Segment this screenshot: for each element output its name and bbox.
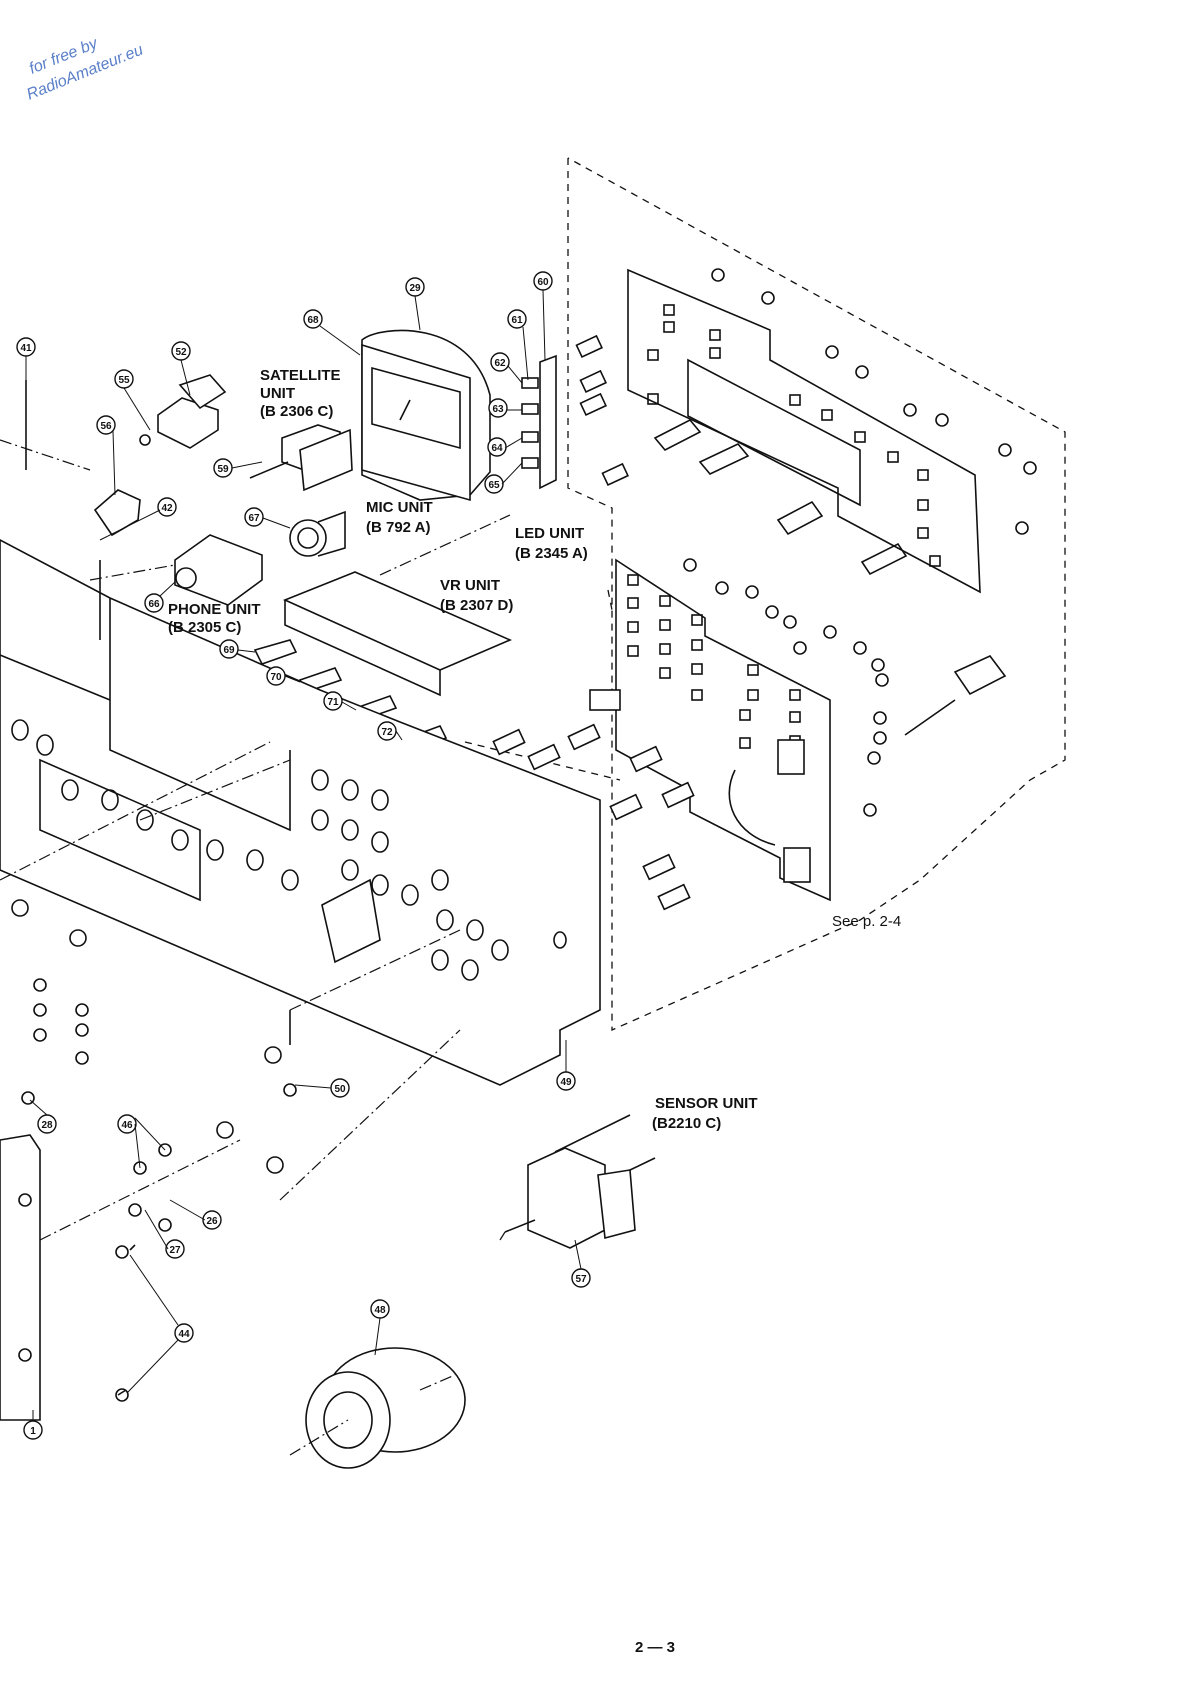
- svg-text:1: 1: [30, 1426, 36, 1437]
- callout-59: 59: [214, 459, 232, 477]
- see-page-note: See p. 2-4: [832, 913, 901, 930]
- svg-text:68: 68: [307, 315, 319, 326]
- svg-text:48: 48: [374, 1305, 386, 1316]
- callout-42: 42: [158, 498, 176, 516]
- svg-text:59: 59: [217, 464, 229, 475]
- callout-61: 61: [508, 310, 526, 328]
- led-unit-label-1: LED UNIT: [515, 525, 584, 542]
- callout-71: 71: [324, 692, 342, 710]
- callout-50: 50: [331, 1079, 349, 1097]
- svg-text:49: 49: [560, 1077, 572, 1088]
- svg-text:71: 71: [327, 697, 339, 708]
- vr-unit-label-2: (B 2307 D): [440, 597, 513, 614]
- vr-unit-label-1: VR UNIT: [440, 577, 500, 594]
- svg-text:29: 29: [409, 283, 421, 294]
- callout-70: 70: [267, 667, 285, 685]
- callout-49: 49: [557, 1072, 575, 1090]
- callout-62: 62: [491, 353, 509, 371]
- sensor-unit-part: [505, 1148, 635, 1248]
- svg-text:63: 63: [492, 404, 504, 415]
- upper-control-board: [576, 269, 1036, 592]
- mic-unit-label-2: (B 792 A): [366, 519, 430, 536]
- front-panel: [0, 1135, 40, 1420]
- callout-66: 66: [145, 594, 163, 612]
- page-number: 2 — 3: [635, 1639, 675, 1656]
- svg-text:26: 26: [206, 1216, 218, 1227]
- mic-connector-part: [290, 512, 345, 556]
- svg-text:66: 66: [148, 599, 160, 610]
- svg-text:55: 55: [118, 375, 130, 386]
- led-unit-strip: [522, 356, 556, 488]
- callout-57: 57: [572, 1269, 590, 1287]
- callout-29: 29: [406, 278, 424, 296]
- led-unit-label-2: (B 2345 A): [515, 545, 588, 562]
- meter-assembly: [362, 330, 490, 500]
- callout-64: 64: [488, 438, 506, 456]
- callout-55: 55: [115, 370, 133, 388]
- callout-63: 63: [489, 399, 507, 417]
- svg-text:60: 60: [537, 277, 549, 288]
- callout-52: 52: [172, 342, 190, 360]
- sensor-unit-label-1: SENSOR UNIT: [655, 1095, 758, 1112]
- callout-67: 67: [245, 508, 263, 526]
- satellite-unit-label-1: SATELLITE: [260, 367, 341, 384]
- svg-text:44: 44: [178, 1329, 190, 1340]
- callout-48: 48: [371, 1300, 389, 1318]
- callout-28: 28: [38, 1115, 56, 1133]
- svg-text:42: 42: [161, 503, 173, 514]
- phone-jack-part: [175, 535, 262, 605]
- callout-27: 27: [166, 1240, 184, 1258]
- callout-60: 60: [534, 272, 552, 290]
- watermark: for free by RadioAmateur.eu: [16, 20, 146, 104]
- svg-text:64: 64: [491, 443, 503, 454]
- callout-44: 44: [175, 1324, 193, 1342]
- callout-56: 56: [97, 416, 115, 434]
- mic-unit-label-1: MIC UNIT: [366, 499, 433, 516]
- svg-text:41: 41: [20, 343, 32, 354]
- svg-text:57: 57: [575, 1274, 587, 1285]
- sensor-unit-label-2: (B2210 C): [652, 1115, 721, 1132]
- satellite-unit-label-2: UNIT: [260, 385, 295, 402]
- callout-65: 65: [485, 475, 503, 493]
- svg-text:65: 65: [488, 480, 500, 491]
- main-chassis: [0, 540, 600, 1085]
- satellite-unit-label-3: (B 2306 C): [260, 403, 333, 420]
- callout-41: 41: [17, 338, 35, 356]
- svg-text:28: 28: [41, 1120, 53, 1131]
- svg-text:52: 52: [175, 347, 187, 358]
- svg-text:50: 50: [334, 1084, 346, 1095]
- callout-26: 26: [203, 1211, 221, 1229]
- svg-text:27: 27: [169, 1245, 181, 1256]
- svg-text:56: 56: [100, 421, 112, 432]
- svg-text:69: 69: [223, 645, 235, 656]
- callout-69: 69: [220, 640, 238, 658]
- svg-text:62: 62: [494, 358, 506, 369]
- svg-text:46: 46: [121, 1120, 133, 1131]
- phone-unit-label-2: (B 2305 C): [168, 619, 241, 636]
- phone-unit-label-1: PHONE UNIT: [168, 601, 261, 618]
- svg-text:72: 72: [381, 727, 393, 738]
- svg-text:70: 70: [270, 672, 282, 683]
- svg-text:67: 67: [248, 513, 260, 524]
- svg-text:61: 61: [511, 315, 523, 326]
- callout-46: 46: [118, 1115, 136, 1133]
- callout-72: 72: [378, 722, 396, 740]
- knob-part: [306, 1348, 465, 1468]
- callout-1: 1: [24, 1421, 42, 1439]
- satellite-unit-part: [250, 425, 352, 490]
- callout-68: 68: [304, 310, 322, 328]
